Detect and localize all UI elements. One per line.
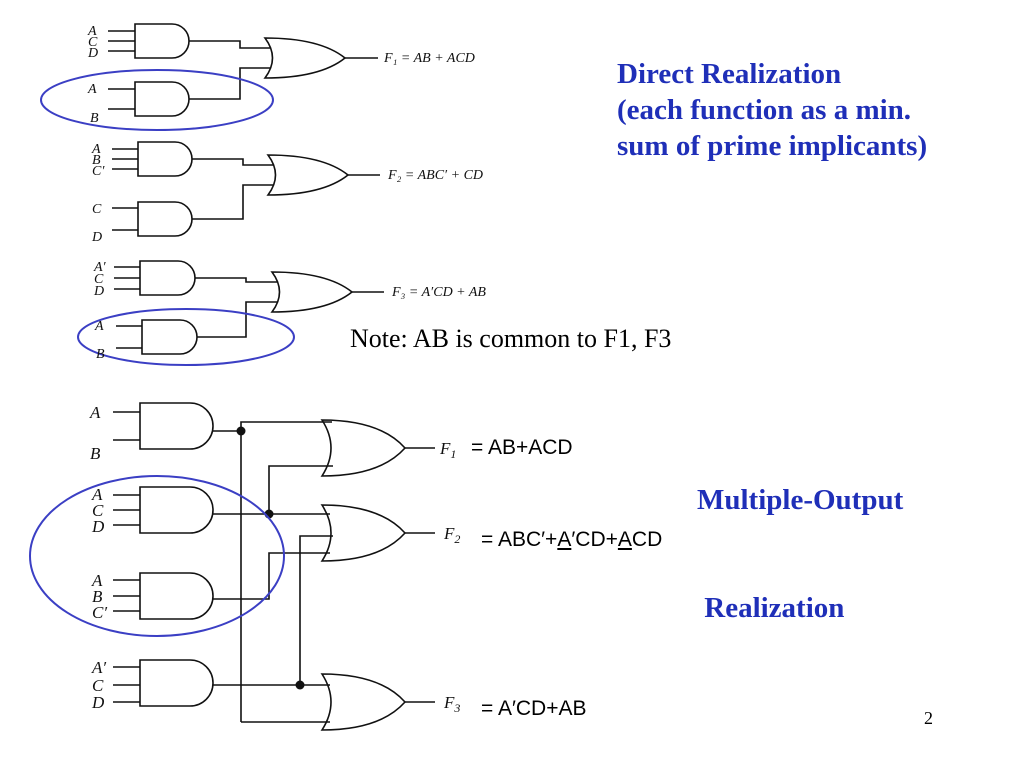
junction-dot bbox=[295, 680, 305, 690]
input-label: C bbox=[92, 202, 102, 217]
or-gate bbox=[320, 504, 407, 562]
note-text: Note: AB is common to F1, F3 bbox=[350, 324, 672, 353]
equation-f2: F₂ = ABC′ + CD bbox=[387, 168, 483, 183]
input-label: A bbox=[87, 82, 97, 97]
input-label: B bbox=[92, 153, 101, 168]
junction-dot bbox=[236, 426, 246, 436]
or-gate bbox=[270, 271, 354, 313]
input-label: C bbox=[88, 35, 98, 50]
input-label: C′ bbox=[92, 603, 107, 622]
and-gate bbox=[134, 81, 190, 117]
equation-f1: F₁ = AB + ACD bbox=[383, 51, 475, 66]
and-gate bbox=[137, 141, 193, 177]
and-gate bbox=[137, 201, 193, 237]
or-gate bbox=[320, 673, 407, 731]
or-gate bbox=[266, 154, 350, 196]
direct-realization-title: Direct Realization (each function as a m… bbox=[617, 56, 927, 164]
equation-f1-multi: = AB+ACD bbox=[471, 436, 573, 459]
output-name-f1: F1 bbox=[439, 439, 456, 461]
or-gate bbox=[320, 419, 407, 477]
and-gate bbox=[139, 402, 214, 450]
title-line: Realization bbox=[697, 592, 845, 624]
and-gate bbox=[134, 23, 190, 59]
title-line: (each function as a min. bbox=[617, 94, 912, 126]
input-label: A′ bbox=[91, 658, 106, 677]
input-label: C bbox=[92, 501, 104, 520]
highlight-ellipse-ab-f3 bbox=[77, 308, 295, 366]
output-name-f2: F2 bbox=[443, 524, 460, 546]
highlight-ellipse-shared-gates bbox=[29, 475, 285, 637]
input-label: A bbox=[91, 142, 101, 157]
input-label: A bbox=[91, 485, 103, 504]
input-label: A bbox=[87, 24, 97, 39]
input-label: A bbox=[89, 403, 101, 422]
input-label: B bbox=[92, 587, 103, 606]
and-gate bbox=[139, 572, 214, 620]
and-gate bbox=[139, 260, 196, 296]
input-label: A bbox=[91, 571, 103, 590]
equation-f3: F₃ = A′CD + AB bbox=[391, 285, 486, 300]
input-label: B bbox=[90, 111, 99, 126]
highlight-ellipse-ab-f1 bbox=[40, 69, 274, 131]
input-label: B bbox=[96, 347, 105, 362]
title-line: sum of prime implicants) bbox=[617, 130, 928, 162]
input-label: D bbox=[91, 230, 102, 245]
equation-f2-multi: = ABC′+A′CD+ACD bbox=[481, 528, 663, 551]
multiple-output-title: Multiple-Output Realization bbox=[697, 410, 903, 698]
and-gate bbox=[139, 486, 214, 534]
input-label: D bbox=[93, 284, 104, 299]
input-label: D bbox=[91, 693, 105, 712]
input-label: D bbox=[87, 46, 98, 61]
title-line: Direct Realization bbox=[617, 58, 842, 90]
page-number: 2 bbox=[924, 708, 933, 728]
input-label: B bbox=[90, 444, 101, 463]
input-label: A′ bbox=[93, 260, 107, 275]
or-gate bbox=[263, 37, 347, 79]
title-line: Multiple-Output bbox=[697, 484, 904, 516]
input-label: C bbox=[94, 272, 104, 287]
input-label: C′ bbox=[92, 164, 105, 179]
equation-f3-multi: = A′CD+AB bbox=[481, 697, 587, 720]
output-name-f3: F3 bbox=[443, 693, 460, 715]
and-gate bbox=[141, 319, 198, 355]
input-label: D bbox=[91, 517, 105, 536]
input-label: C bbox=[92, 676, 104, 695]
input-label: A bbox=[94, 319, 104, 334]
and-gate bbox=[139, 659, 214, 707]
